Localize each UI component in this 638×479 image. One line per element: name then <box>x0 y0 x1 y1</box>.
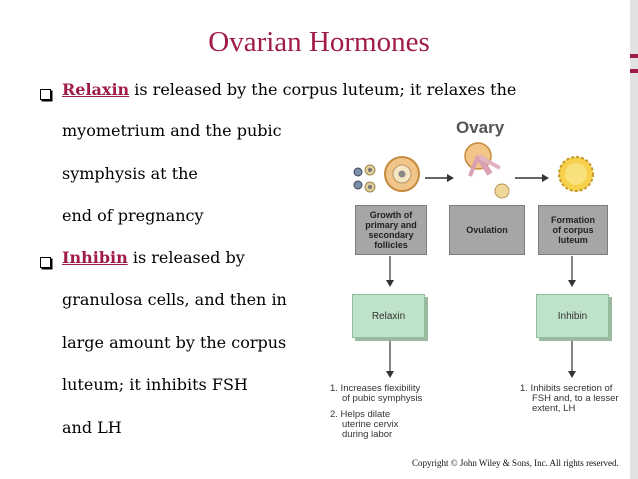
ovary-diagram: Ovary <box>330 116 630 456</box>
bullet-inhibin-line-5: and LH <box>62 418 122 437</box>
inhibin-effects: 1. Inhibits secretion of FSH and, to a l… <box>520 383 619 414</box>
corpus-luteum-icon <box>558 156 594 192</box>
primary-follicle-icon <box>353 164 376 193</box>
bullet-relaxin-line-2: myometrium and the pubic <box>62 121 282 140</box>
hormone-box-inhibin: Inhibin <box>536 294 609 338</box>
secondary-follicle-icon <box>384 156 420 192</box>
bullet-relaxin-line-3: symphysis at the <box>62 164 198 183</box>
ovulation-icon <box>464 142 510 199</box>
bullet-relaxin-line-4: end of pregnancy <box>62 206 204 225</box>
edge-mark <box>630 69 638 73</box>
edge-mark <box>630 54 638 58</box>
bullet-relaxin-line-1: Relaxin is released by the corpus luteum… <box>62 80 516 99</box>
bullet-inhibin-line-1: Inhibin is released by <box>62 248 245 267</box>
hormone-box-relaxin: Relaxin <box>352 294 425 338</box>
term-relaxin: Relaxin <box>62 80 130 99</box>
slide-title: Ovarian Hormones <box>208 26 430 58</box>
term-inhibin: Inhibin <box>62 248 128 267</box>
bullet-box-icon <box>40 257 51 268</box>
bullet-box-icon <box>40 89 51 100</box>
stage-box-ovulation: Ovulation <box>449 205 525 255</box>
bullet-inhibin-line-3: large amount by the corpus <box>62 333 287 352</box>
bullet-inhibin-line-2: granulosa cells, and then in <box>62 290 287 309</box>
diagram-title: Ovary <box>456 118 505 137</box>
bullet-text: is released by the corpus luteum; it rel… <box>129 80 517 99</box>
diagram-graphics <box>353 142 594 378</box>
relaxin-effects: 1. Increases flexibility of pubic symphy… <box>330 383 423 440</box>
bullet-inhibin-line-4: luteum; it inhibits FSH <box>62 375 248 394</box>
bullet-text: is released by <box>127 248 245 267</box>
copyright-notice: Copyright © John Wiley & Sons, Inc. All … <box>412 458 619 468</box>
slide-edge-bar <box>630 0 638 479</box>
